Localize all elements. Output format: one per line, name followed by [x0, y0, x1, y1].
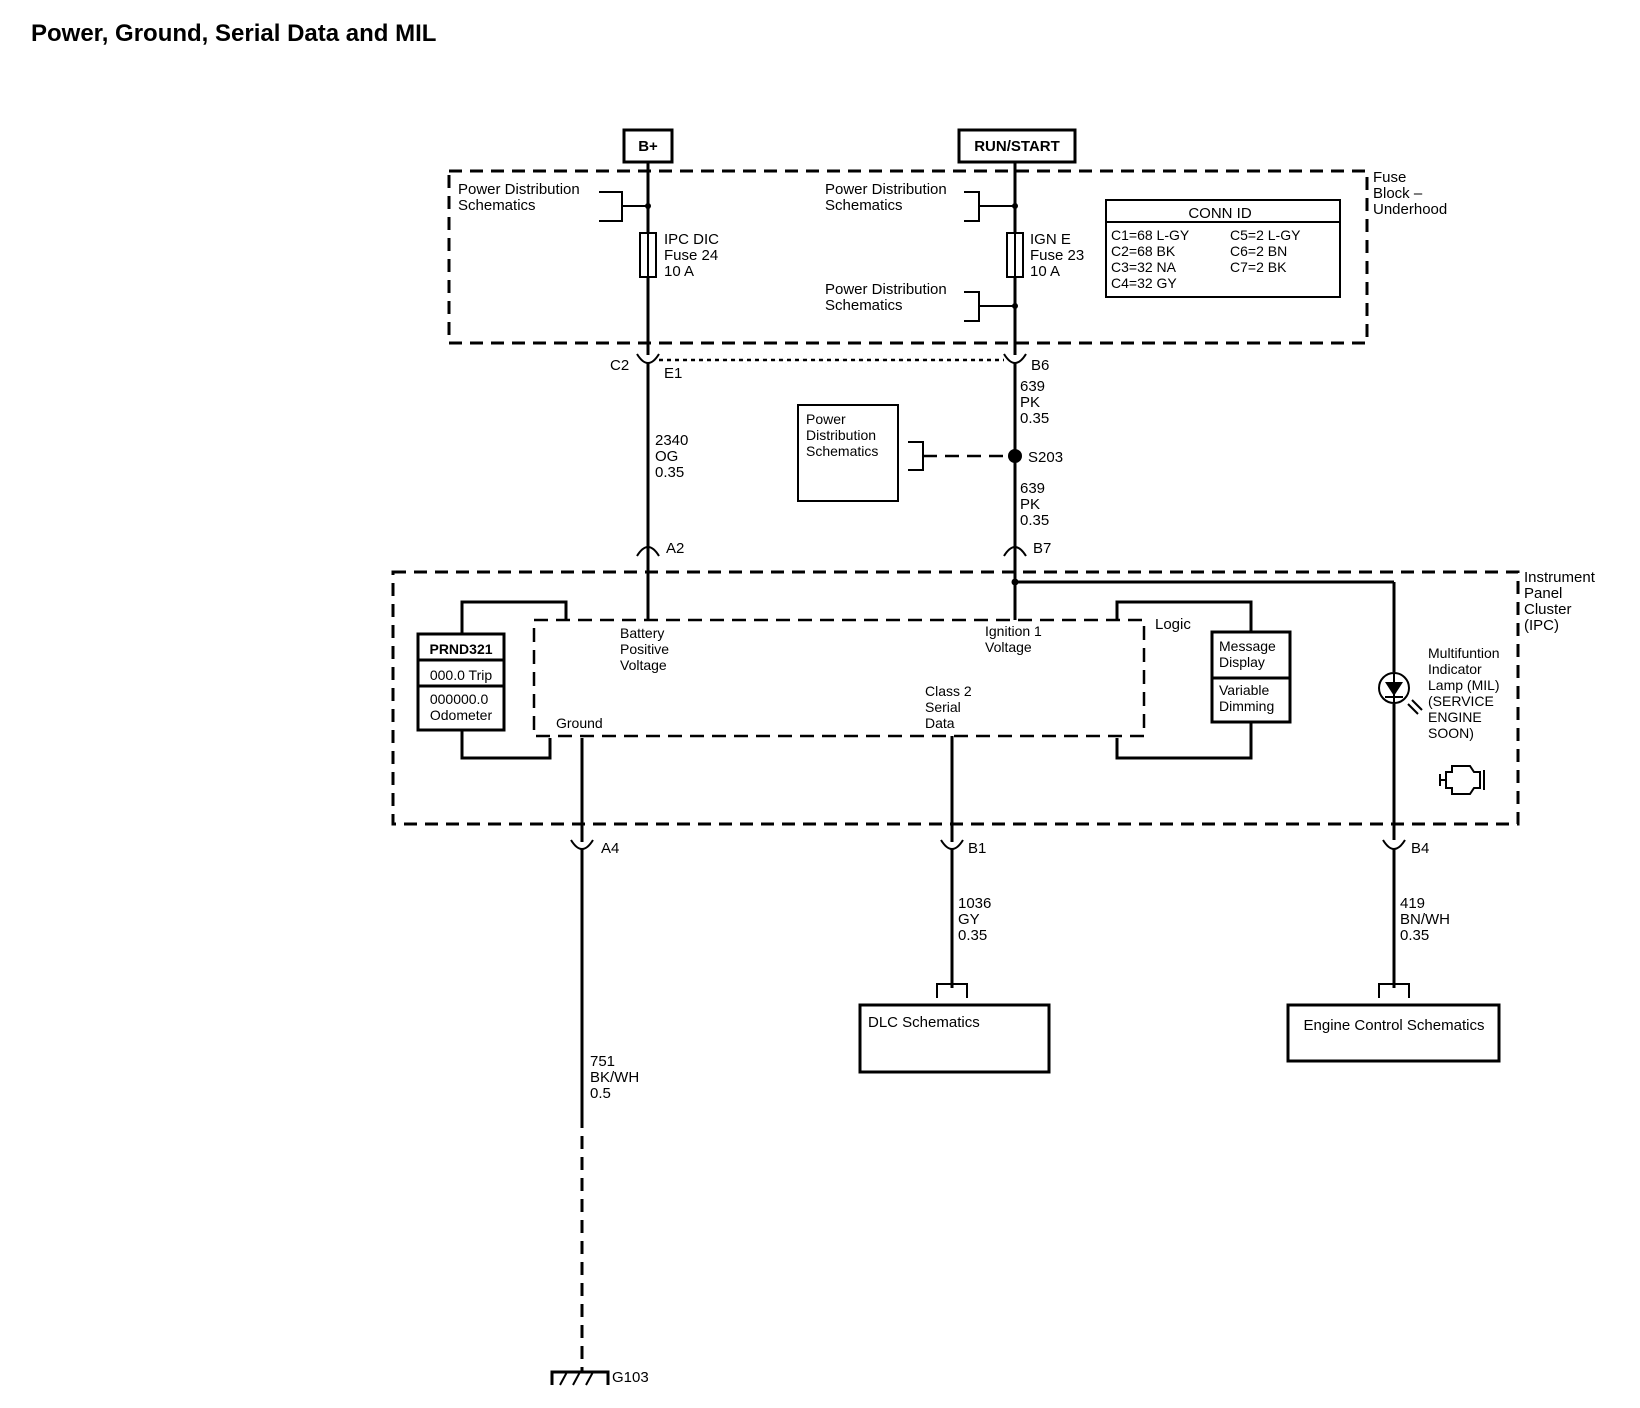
conn-a2: A2 — [666, 540, 684, 557]
dlc-schematics-label: DLC Schematics — [868, 1014, 980, 1031]
page-title: Power, Ground, Serial Data and MIL — [31, 20, 437, 47]
engine-control-schematics-box[interactable]: Engine Control Schematics — [1286, 1003, 1501, 1063]
svg-text:C5=2 L-GY C6=2 BN: C5=2 L-GY C6=2 BN C7=2 BK — [1230, 227, 1304, 275]
fuse-block-label: Fuse Block – Underhood — [1373, 169, 1447, 218]
splice-s203 — [1008, 449, 1022, 463]
engine-icon — [1439, 765, 1485, 795]
mil-label: Multifuntion Indicator Lamp (MIL) (SERVI… — [1428, 645, 1503, 741]
bplus-label: B+ — [638, 138, 658, 155]
ground-g103-icon — [550, 1370, 610, 1386]
svg-text:Message Display: Message Display — [1219, 638, 1280, 670]
conn-a4: A4 — [601, 840, 619, 857]
odometer-label: 000000.0 Odometer — [430, 691, 493, 723]
conn-c2: C2 — [610, 357, 629, 374]
message-display: Message Display Variable Dimming — [1210, 630, 1292, 724]
pds-ref-3: Power Distribution Schematics — [825, 281, 951, 314]
dlc-schematics-box[interactable]: DLC Schematics — [858, 1003, 1051, 1074]
run-start-source: RUN/START — [957, 128, 1077, 164]
serial-data-label: Class 2 Serial Data — [925, 683, 976, 731]
svg-text:C1=68 L-GY C2=68 BK: C1=68 L-GY C2=68 BK C3=32 NA C4=32 GY — [1111, 227, 1193, 291]
fuse-23 — [1006, 232, 1024, 278]
conn-b4: B4 — [1411, 840, 1429, 857]
wire-639a-label: 639 PK 0.35 — [1020, 378, 1049, 427]
fuse-23-label: IGN E Fuse 23 10 A — [1030, 231, 1088, 280]
pds-ref-2: Power Distribution Schematics — [825, 181, 951, 214]
run-start-label: RUN/START — [974, 138, 1060, 155]
prnd-label: PRND321 — [429, 641, 492, 657]
conn-b1: B1 — [968, 840, 986, 857]
battery-voltage-label: Battery Positive Voltage — [620, 625, 673, 673]
engine-control-schematics-label: Engine Control Schematics — [1304, 1017, 1485, 1034]
wire-751-label: 751 BK/WH 0.5 — [590, 1053, 643, 1102]
wire-639b-label: 639 PK 0.35 — [1020, 480, 1049, 529]
logic-label: Logic — [1155, 616, 1191, 633]
wire-1036-label: 1036 GY 0.35 — [958, 895, 996, 944]
ipc-label: Instrument Panel Cluster (IPC) — [1524, 569, 1599, 634]
conn-id-table: CONN ID C1=68 L-GY C2=68 BK C3=32 NA C4=… — [1105, 199, 1341, 298]
wire-2340-label: 2340 OG 0.35 — [655, 432, 693, 481]
wire-419-label: 419 BN/WH 0.35 — [1400, 895, 1454, 944]
splice-s203-label: S203 — [1028, 449, 1063, 466]
ignition-voltage-label: Ignition 1 Voltage — [985, 623, 1046, 655]
fuse-24-label: IPC DIC Fuse 24 10 A — [664, 231, 723, 280]
conn-e1: E1 — [664, 365, 682, 382]
bplus-source: B+ — [622, 128, 674, 164]
pds-box: Power Distribution Schematics — [797, 404, 899, 502]
trip-label: 000.0 Trip — [430, 667, 492, 683]
variable-dimming: Variable Dimming — [1219, 682, 1274, 714]
fuse-24 — [639, 232, 657, 278]
pds-ref-1: Power Distribution Schematics — [458, 181, 584, 214]
ground-g103-label: G103 — [612, 1369, 649, 1386]
ipc-outline — [391, 570, 1520, 826]
svg-text:CONN ID: CONN ID — [1188, 205, 1252, 222]
conn-b7: B7 — [1033, 540, 1051, 557]
svg-text:Power Distribution: Power Distribution Schematics — [806, 411, 880, 459]
conn-b6: B6 — [1031, 357, 1049, 374]
ground-label: Ground — [556, 715, 603, 731]
mil-lamp-icon — [1378, 672, 1423, 715]
ipc-logic-block — [532, 618, 1146, 738]
ipc-display: PRND321 000.0 Trip 000000.0 Odometer — [416, 632, 506, 732]
